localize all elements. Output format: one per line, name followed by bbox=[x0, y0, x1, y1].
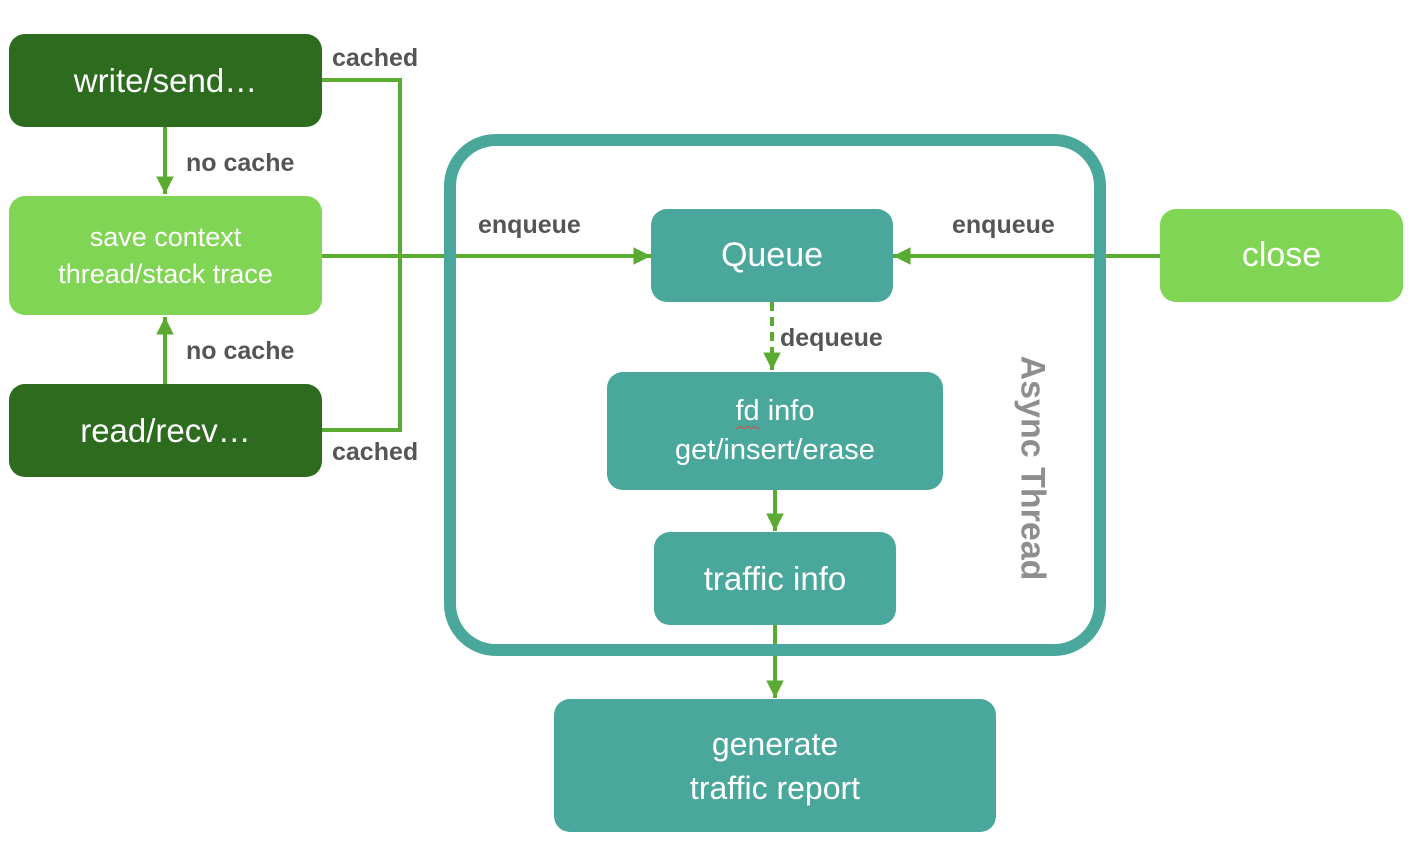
traffic-info-text: traffic info bbox=[703, 560, 847, 597]
no-cache-label-bottom: no cache bbox=[186, 337, 295, 365]
report-node: generate traffic report bbox=[554, 699, 996, 832]
fd-text: fd bbox=[735, 395, 760, 427]
no-cache-label-top: no cache bbox=[186, 149, 295, 177]
save-context-line1: save context bbox=[89, 221, 242, 252]
close-text: close bbox=[1241, 236, 1322, 274]
fd-info-line1: fd info bbox=[735, 392, 814, 431]
write-send-text: write/send… bbox=[73, 61, 258, 99]
save-context-line2: thread/stack trace bbox=[58, 258, 273, 289]
fd-info-node: fd info get/insert/erase bbox=[607, 372, 943, 490]
read-recv-node: read/recv… bbox=[9, 384, 322, 477]
info-text: info bbox=[759, 395, 815, 427]
dequeue-label: dequeue bbox=[780, 324, 883, 352]
async-thread-frame bbox=[444, 134, 1106, 656]
fd-info-line2: get/insert/erase bbox=[675, 434, 875, 466]
write-send-node: write/send… bbox=[9, 34, 322, 127]
queue-text: Queue bbox=[720, 236, 824, 274]
traffic-info-node: traffic info bbox=[654, 532, 896, 625]
save-context-node: save context thread/stack trace bbox=[9, 196, 322, 315]
close-node: close bbox=[1160, 209, 1403, 302]
read-recv-text: read/recv… bbox=[80, 411, 251, 449]
report-line2: traffic report bbox=[689, 769, 861, 806]
cached-label-bottom: cached bbox=[332, 438, 419, 466]
queue-node: Queue bbox=[651, 209, 893, 302]
cached-label-top: cached bbox=[332, 44, 419, 72]
report-line1: generate bbox=[711, 725, 839, 762]
enqueue-label-left: enqueue bbox=[478, 211, 581, 239]
async-thread-label: Async Thread bbox=[1013, 355, 1052, 581]
enqueue-label-right: enqueue bbox=[952, 211, 1055, 239]
